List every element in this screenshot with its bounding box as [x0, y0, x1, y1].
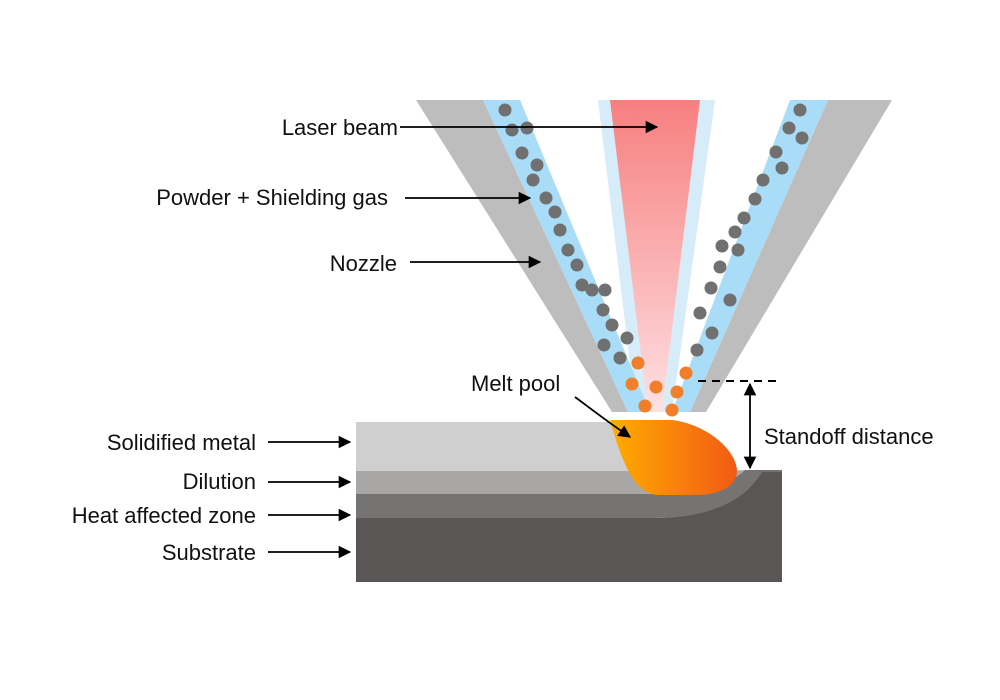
- powder-particle: [723, 293, 737, 307]
- powder-particle: [731, 243, 745, 257]
- powder-particle: [737, 211, 751, 225]
- laser-beam: [610, 100, 700, 412]
- label-nozzle: Nozzle: [330, 251, 397, 276]
- powder-particle: [553, 223, 567, 237]
- label-powder-shielding-gas: Powder + Shielding gas: [156, 185, 388, 210]
- nozzle-gap-left: [598, 100, 648, 412]
- powder-particle: [598, 283, 612, 297]
- label-dilution: Dilution: [183, 469, 256, 494]
- powder-particle: [526, 173, 540, 187]
- powder-particle: [561, 243, 575, 257]
- nozzle-body-right: [690, 100, 892, 412]
- powder-particle: [704, 281, 718, 295]
- molten-particle: [625, 377, 639, 391]
- melt-pool-arrow: [574, 396, 632, 438]
- molten-particle: [670, 385, 684, 399]
- label-laser-beam: Laser beam: [282, 115, 398, 140]
- molten-particle: [649, 380, 663, 394]
- powder-particle: [756, 173, 770, 187]
- molten-particle: [631, 356, 645, 370]
- powder-particle: [693, 306, 707, 320]
- powder-particle: [597, 338, 611, 352]
- powder-particle: [548, 205, 562, 219]
- powder-particle: [795, 131, 809, 145]
- powder-particle: [775, 161, 789, 175]
- powder-particle: [748, 192, 762, 206]
- powder-particle: [575, 278, 589, 292]
- melt-pool: [610, 420, 737, 495]
- label-substrate: Substrate: [162, 540, 256, 565]
- powder-particle: [705, 326, 719, 340]
- powder-particle: [520, 121, 534, 135]
- powder-particle: [690, 343, 704, 357]
- label-standoff-distance: Standoff distance: [764, 424, 934, 449]
- powder-particle: [715, 239, 729, 253]
- powder-particle: [769, 145, 783, 159]
- powder-particle: [498, 103, 512, 117]
- nozzle-body-left: [416, 100, 628, 412]
- powder-particle: [505, 123, 519, 137]
- powder-particle: [570, 258, 584, 272]
- powder-particle: [515, 146, 529, 160]
- powder-particle: [530, 158, 544, 172]
- powder-particle: [713, 260, 727, 274]
- molten-particle: [665, 403, 679, 417]
- solidified-metal-layer: [356, 422, 641, 471]
- powder-particle: [728, 225, 742, 239]
- substrate-layer: [356, 470, 782, 582]
- powder-particle: [793, 103, 807, 117]
- nozzle-gap-right: [662, 100, 715, 412]
- molten-particle: [679, 366, 693, 380]
- powder-particle: [782, 121, 796, 135]
- label-solidified-metal: Solidified metal: [107, 430, 256, 455]
- powder-particle: [539, 191, 553, 205]
- label-melt-pool: Melt pool: [471, 371, 560, 396]
- powder-particle: [620, 331, 634, 345]
- powder-particle: [605, 318, 619, 332]
- powder-particles: [498, 103, 809, 417]
- molten-particle: [638, 399, 652, 413]
- powder-particle: [585, 283, 599, 297]
- powder-particle: [613, 351, 627, 365]
- powder-particle: [596, 303, 610, 317]
- label-heat-affected-zone: Heat affected zone: [72, 503, 256, 528]
